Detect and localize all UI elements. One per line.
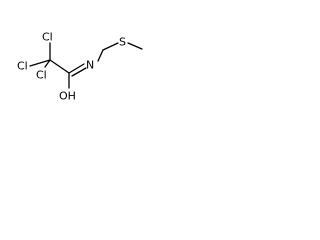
bond-c2-n-b bbox=[71, 67, 87, 77]
bond-c1-c2 bbox=[49, 59, 70, 74]
atom-hydroxyl: OH bbox=[59, 90, 76, 103]
bond-c1-cl-bottom bbox=[44, 59, 51, 68]
bond-c3-s bbox=[102, 42, 119, 51]
atom-cl-top: Cl bbox=[42, 31, 53, 44]
atom-labels: Cl Cl Cl N S OH bbox=[17, 31, 126, 103]
bond-s-c4 bbox=[127, 42, 143, 50]
atom-sulfur: S bbox=[119, 36, 126, 49]
atom-cl-bottom: Cl bbox=[36, 69, 47, 82]
atom-cl-left: Cl bbox=[17, 60, 28, 73]
bond-c1-cl-left bbox=[29, 59, 51, 67]
chemical-structure-diagram: Cl Cl Cl N S OH bbox=[17, 31, 143, 103]
atom-nitrogen: N bbox=[86, 59, 94, 72]
bond-c2-n-a bbox=[68, 63, 85, 74]
bond-n-c3 bbox=[97, 49, 104, 62]
bonds bbox=[29, 42, 143, 89]
